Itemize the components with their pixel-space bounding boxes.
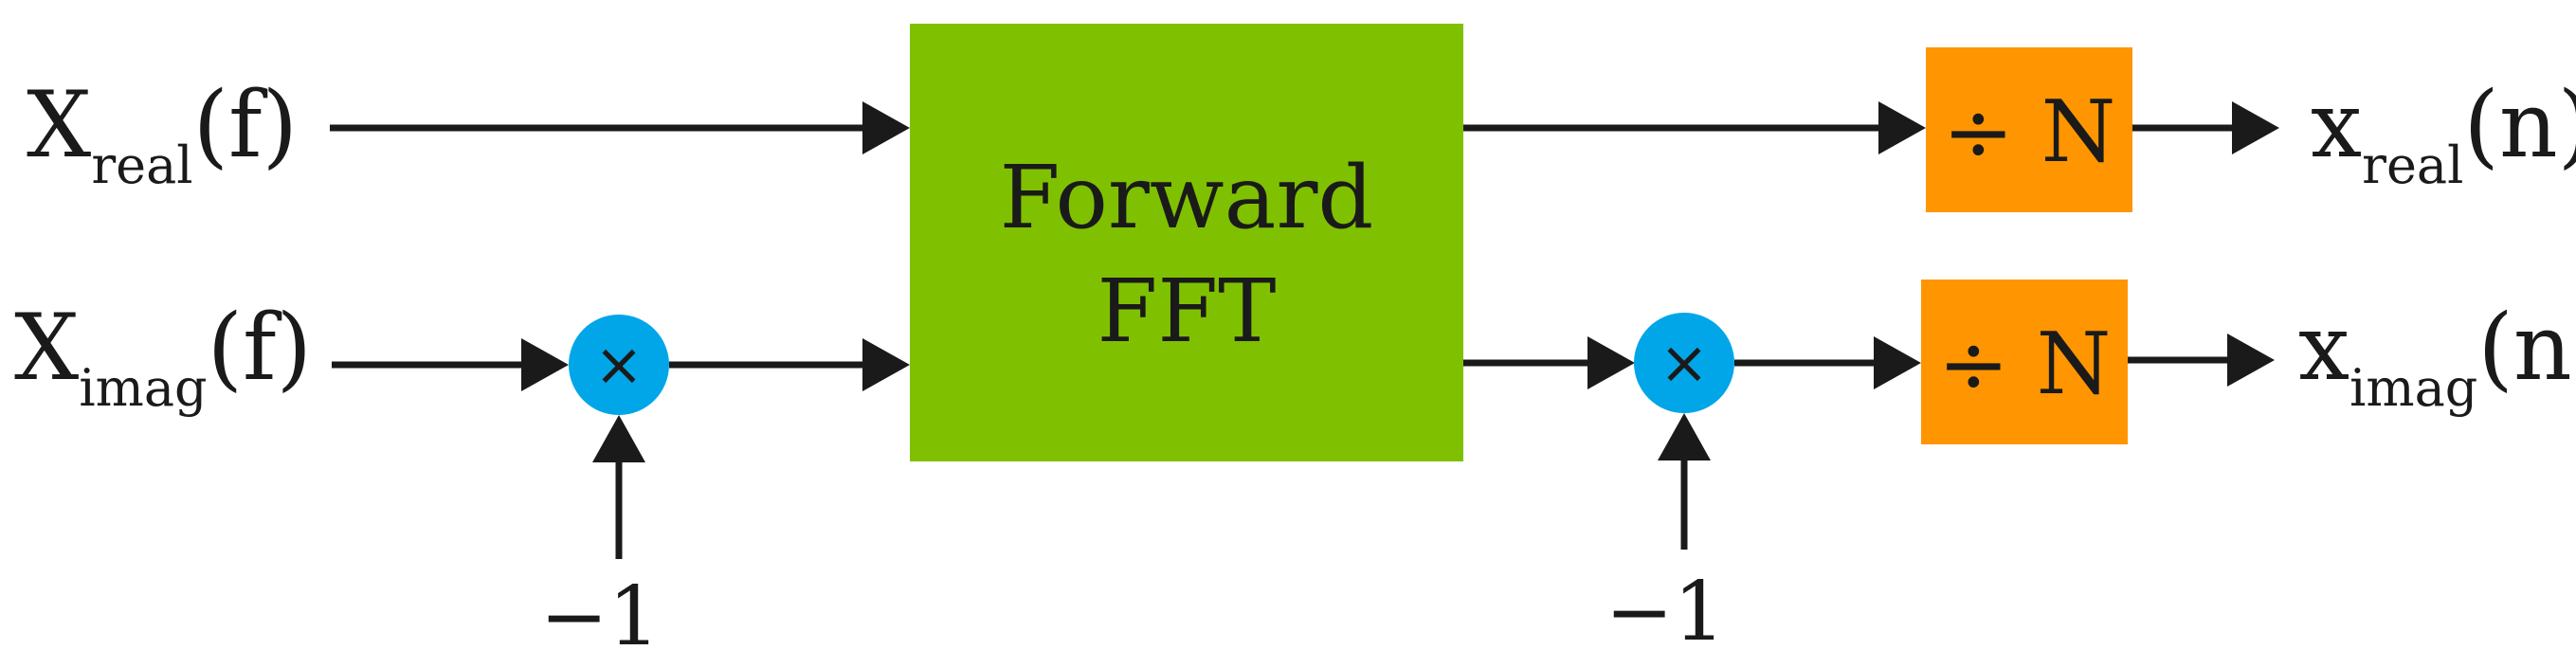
- arrow-fft-to-multiplier-right: [1463, 336, 1635, 389]
- output-imag-symbol: x: [2298, 295, 2349, 401]
- input-real-symbol: X: [27, 72, 91, 178]
- divide-imag-rect: [1921, 280, 2128, 444]
- arrow-imag-to-multiplier-left: [332, 338, 569, 391]
- divide-real-label: ÷ N: [1943, 82, 2116, 182]
- input-real-argument: (f): [193, 72, 298, 178]
- forward-fft-block: Forward FFT: [910, 24, 1463, 461]
- divide-real-rect: [1926, 47, 2132, 212]
- output-real-label: xreal(n): [2311, 72, 2576, 195]
- constant-left-label: −1: [540, 569, 661, 664]
- forward-fft-line2: FFT: [1097, 261, 1276, 362]
- input-imag-argument: (f): [208, 295, 312, 401]
- input-imag-symbol: X: [14, 295, 79, 401]
- arrow-fft-to-divide-real: [1463, 101, 1926, 154]
- forward-fft-rect: [910, 24, 1463, 461]
- divide-block-real: ÷ N: [1926, 47, 2132, 212]
- arrow-divide-to-output-real: [2132, 101, 2279, 154]
- input-imag-subscript: imag: [79, 358, 207, 418]
- divide-block-imag: ÷ N: [1921, 280, 2128, 444]
- output-imag-argument: (n): [2477, 295, 2576, 401]
- input-real-subscript: real: [91, 135, 192, 195]
- input-imag-label: Ximag(f): [14, 295, 312, 418]
- multiplier-left-circle: [569, 315, 669, 415]
- input-real-label: Xreal(f): [27, 72, 298, 195]
- arrow-real-to-fft: [330, 101, 910, 154]
- multiplier-left-symbol: ×: [594, 330, 644, 399]
- forward-fft-line1: Forward: [1000, 147, 1374, 248]
- output-real-symbol: x: [2311, 72, 2362, 178]
- output-imag-subscript: imag: [2349, 358, 2477, 418]
- output-imag-label: ximag(n): [2298, 295, 2576, 418]
- arrow-constant-to-multiplier-right: [1658, 413, 1711, 550]
- multiplier-right-circle: [1634, 313, 1734, 413]
- multiplier-right-symbol: ×: [1660, 328, 1709, 397]
- arrow-divide-to-output-imag: [2128, 334, 2275, 387]
- output-real-subscript: real: [2362, 135, 2463, 195]
- output-real-argument: (n): [2463, 72, 2576, 178]
- divide-imag-label: ÷ N: [1938, 315, 2112, 414]
- arrow-multiplier-right-to-divide: [1734, 336, 1921, 389]
- multiplier-left: ×: [569, 315, 669, 415]
- multiplier-right: ×: [1634, 313, 1734, 413]
- constant-right-label: −1: [1605, 565, 1726, 659]
- arrow-constant-to-multiplier-left: [592, 415, 645, 559]
- arrow-multiplier-left-to-fft: [669, 338, 910, 391]
